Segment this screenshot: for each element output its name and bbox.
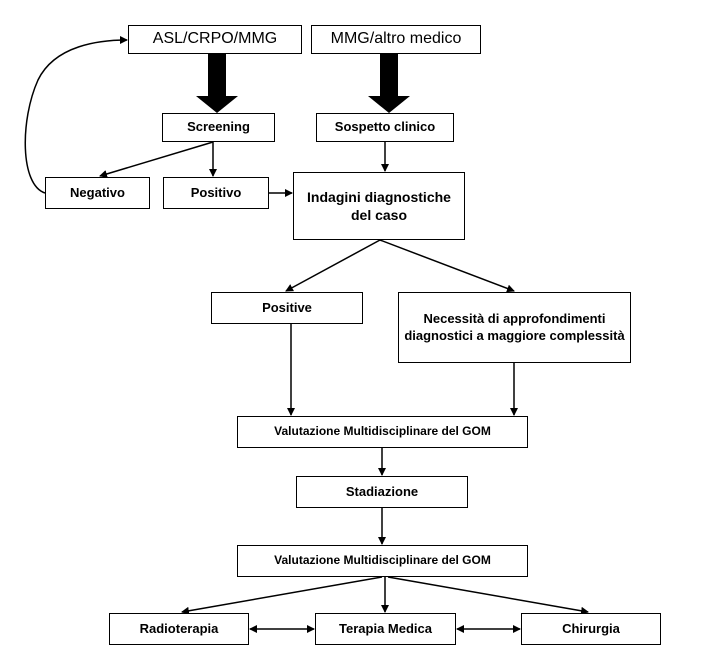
thick-arrow-mmg-sospetto (368, 54, 410, 113)
node-mmg-altro-medico: MMG/altro medico (311, 25, 481, 54)
node-necessita-approfondimenti: Necessità di approfondimenti diagnostici… (398, 292, 631, 363)
node-valutazione-multidisciplinare-1: Valutazione Multidisciplinare del GOM (237, 416, 528, 448)
node-indagini-diagnostiche: Indagini diagnostiche del caso (293, 172, 465, 240)
node-asl-crpo-mmg: ASL/CRPO/MMG (128, 25, 302, 54)
node-radioterapia: Radioterapia (109, 613, 249, 645)
node-terapia-medica: Terapia Medica (315, 613, 456, 645)
node-sospetto-clinico: Sospetto clinico (316, 113, 454, 142)
arrow-valutazione-chirurgia (387, 576, 589, 615)
thick-arrow-asl-screening (196, 54, 238, 113)
node-negativo: Negativo (45, 177, 150, 209)
node-stadiazione: Stadiazione (296, 476, 468, 508)
node-positivo: Positivo (163, 177, 269, 209)
node-chirurgia: Chirurgia (521, 613, 661, 645)
arrow-indagini-necessita (379, 239, 515, 293)
arrow-screening-negativo (99, 141, 214, 178)
arrow-indagini-positive (285, 239, 381, 292)
node-valutazione-multidisciplinare-2: Valutazione Multidisciplinare del GOM (237, 545, 528, 577)
arrow-valutazione-radioterapia (181, 576, 383, 615)
arrow-negativo-asl-feedback (24, 36, 128, 194)
node-screening: Screening (162, 113, 275, 142)
node-positive: Positive (211, 292, 363, 324)
